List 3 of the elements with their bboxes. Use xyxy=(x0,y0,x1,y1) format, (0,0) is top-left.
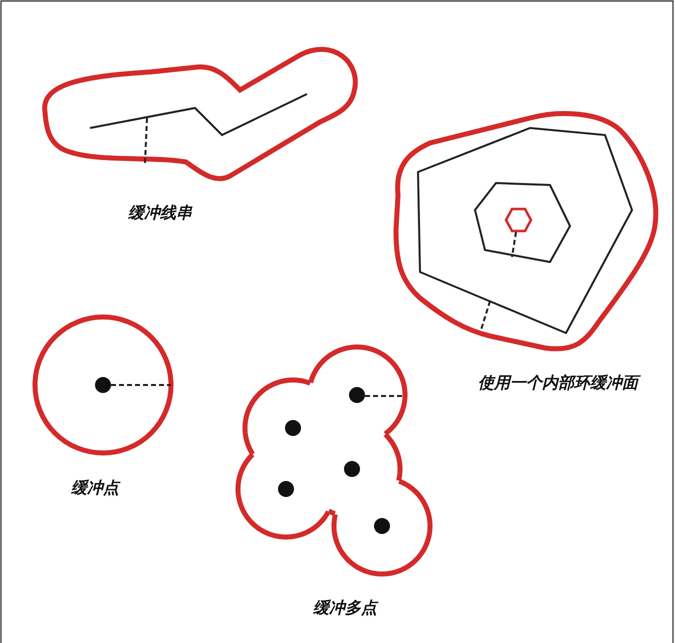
caption: 缓冲多点 xyxy=(313,598,377,619)
caption: 缓冲线串 xyxy=(128,203,192,224)
caption: 缓冲点 xyxy=(71,478,119,499)
